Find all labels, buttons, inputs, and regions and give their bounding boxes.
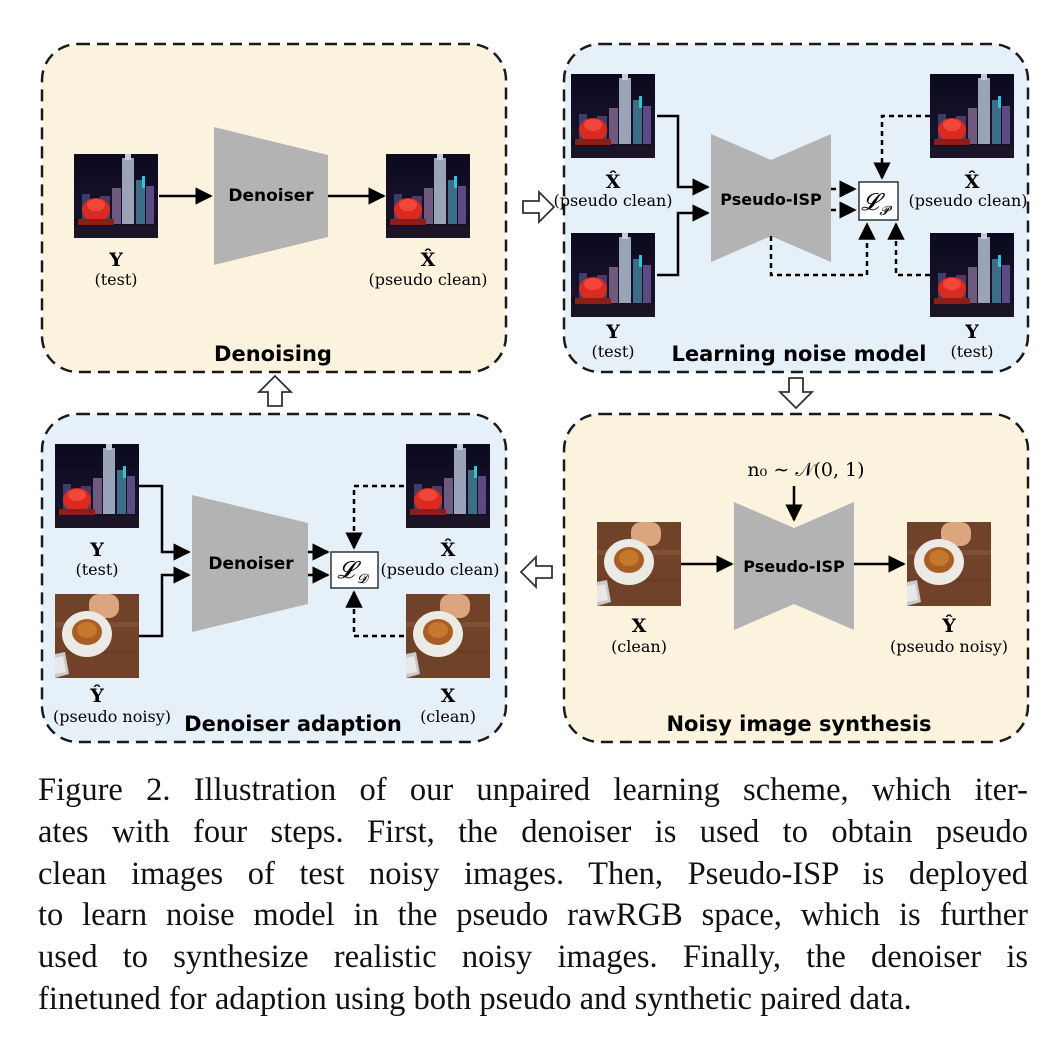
dashed-arrow-target-y-to-loss (887, 222, 930, 277)
transition-arrow-right (522, 189, 556, 225)
label-test: (test) (950, 342, 993, 361)
pseudo-noisy-image (907, 522, 991, 606)
symbol-yhat: Ŷ (89, 684, 104, 707)
label-pseudo-noisy: (pseudo noisy) (53, 707, 171, 726)
panel-title-synthesis: Noisy image synthesis (666, 712, 931, 736)
symbol-y: Y (964, 321, 979, 343)
panel-title-adaption: Denoiser adaption (184, 712, 402, 736)
denoiser-adaption-label: Denoiser (208, 554, 294, 574)
caption-line: clean images of test noisy images. Then,… (38, 855, 1028, 892)
symbol-xhat: X̂ (606, 171, 621, 193)
pipeline-diagram: Y (test) Denoiser X̂ (pseudo clean) Deno… (40, 42, 1030, 744)
label-pseudo-clean: (pseudo clean) (553, 191, 672, 210)
label-test: (test) (94, 270, 137, 289)
pseudo-isp-synthesis-label: Pseudo-ISP (743, 557, 845, 576)
denoiser-network-shape (214, 127, 328, 265)
test-noisy-input-image (571, 233, 655, 317)
symbol-xhat: X̂ (421, 249, 436, 271)
symbol-x: X (441, 685, 456, 707)
pseudo-isp-network-shape (711, 134, 831, 262)
caption-line: used to synthesize realistic noisy image… (38, 939, 1028, 976)
symbol-x: X (632, 615, 647, 637)
caption-line: to learn noise model in the pseudo rawRG… (38, 897, 1028, 934)
clean-target-image (406, 594, 490, 678)
caption-line: Figure 2. Illustration of our unpaired l… (38, 772, 1028, 808)
loss-p-box (858, 181, 899, 221)
noise-input-label: n₀ ∼ 𝒩(0, 1) (747, 459, 864, 481)
label-clean: (clean) (611, 637, 667, 656)
transition-arrow-up (256, 374, 294, 407)
symbol-xhat: X̂ (965, 171, 980, 193)
dashed-arrow-target-xhat-to-loss (873, 114, 930, 180)
loss-d-box (330, 551, 379, 589)
pseudo-noisy-input-image (55, 594, 139, 678)
test-noisy-image (74, 154, 158, 238)
test-noisy-target-image (930, 233, 1014, 317)
pseudo-clean-target-image (406, 444, 490, 528)
label-pseudo-clean: (pseudo clean) (380, 560, 499, 579)
label-pseudo-clean: (pseudo clean) (368, 270, 487, 289)
transition-arrow-down (777, 377, 815, 410)
figure-caption: Figure 2. Illustration of our unpaired l… (38, 770, 1028, 1021)
pseudo-clean-input-image (571, 74, 655, 158)
loss-d-subscript: 𝓓 (357, 572, 370, 587)
pseudo-clean-image (386, 154, 470, 238)
dashed-arrow-target-x-to-loss (345, 590, 404, 638)
label-pseudo-noisy: (pseudo noisy) (890, 637, 1008, 656)
pseudo-isp-label: Pseudo-ISP (720, 190, 822, 209)
panel-title-denoising: Denoising (214, 342, 332, 366)
label-clean: (clean) (420, 707, 476, 726)
label-test: (test) (591, 342, 634, 361)
denoiser-adaption-shape (192, 495, 308, 632)
arrow-y-to-pseudo-isp (657, 204, 710, 277)
arrow-yhat-to-denoiser (139, 566, 191, 638)
symbol-y: Y (605, 321, 620, 343)
symbol-y: Y (108, 249, 123, 271)
denoiser-label: Denoiser (228, 186, 314, 206)
symbol-yhat: Ŷ (941, 614, 956, 637)
label-pseudo-clean: (pseudo clean) (908, 191, 1027, 210)
dashed-arrow-isp-bottom-loop (769, 222, 876, 277)
caption-line: ates with four steps. First, the denoise… (38, 813, 1028, 850)
test-noisy-input-image (55, 444, 139, 528)
transition-arrow-left (519, 554, 553, 590)
label-test: (test) (75, 560, 118, 579)
panel-title-learning: Learning noise model (671, 342, 926, 366)
symbol-y: Y (89, 539, 104, 561)
caption-line: finetuned for adaption using both pseudo… (38, 980, 912, 1017)
arrow-xhat-to-pseudo-isp (657, 114, 710, 196)
arrow-y-to-denoiser (139, 484, 191, 561)
symbol-xhat: X̂ (441, 539, 456, 561)
clean-image (597, 522, 681, 606)
pseudo-clean-target-image (930, 74, 1014, 158)
dashed-arrow-target-xhat-to-loss (345, 484, 404, 550)
pseudo-isp-synthesis-shape (734, 502, 854, 630)
